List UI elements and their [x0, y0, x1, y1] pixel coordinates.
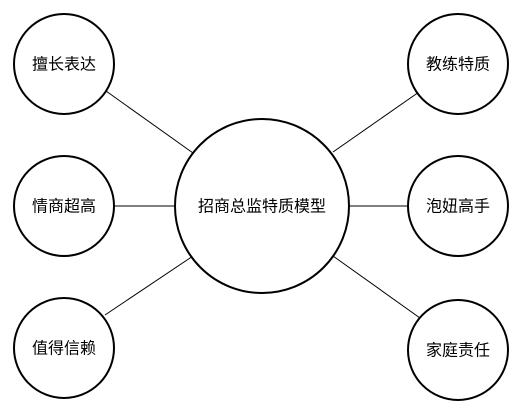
node-top-left: 擅长表达 [13, 13, 115, 115]
node-middle-right: 泡妞高手 [407, 155, 509, 257]
node-bottom-left: 值得信赖 [13, 297, 115, 399]
node-label: 值得信赖 [32, 339, 96, 358]
node-label: 情商超高 [32, 197, 96, 216]
node-label: 家庭责任 [426, 341, 490, 360]
node-top-right: 教练特质 [407, 13, 509, 115]
node-bottom-right: 家庭责任 [407, 299, 509, 401]
connector-bottom-left [104, 255, 194, 316]
connector-top-left [105, 90, 194, 154]
node-label: 泡妞高手 [426, 197, 490, 216]
center-node: 招商总监特质模型 [174, 118, 350, 294]
node-middle-left: 情商超高 [13, 155, 115, 257]
center-node-label: 招商总监特质模型 [198, 197, 326, 216]
node-label: 擅长表达 [32, 55, 96, 74]
connector-bottom-right [332, 255, 421, 319]
connector-top-right [332, 91, 420, 153]
node-label: 教练特质 [426, 55, 490, 74]
